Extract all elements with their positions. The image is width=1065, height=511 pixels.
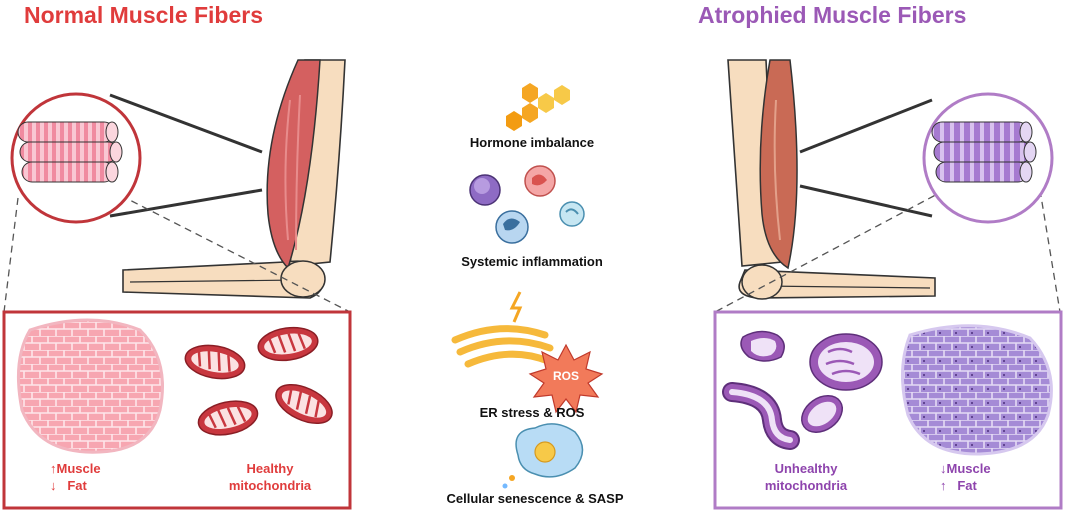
- unhealthy-mito-line1: Unhealthy: [774, 461, 838, 476]
- elongated-mitochondrion: [722, 382, 800, 450]
- unhealthy-mito-line2: mitochondria: [764, 478, 848, 493]
- normal-muscle-cross-section: [16, 318, 164, 454]
- healthy-mito-line2: mitochondria: [228, 478, 312, 493]
- er-ros-icon: [451, 291, 604, 414]
- ros-label: ROS: [552, 369, 579, 383]
- immune-cells-icon: [469, 165, 585, 244]
- normal-arm: [122, 59, 346, 299]
- normal-muscle-text: ↑Muscle: [50, 461, 101, 476]
- atrophied-arm: [727, 59, 936, 300]
- normal-fat-text: ↓ Fat: [50, 478, 87, 493]
- normal-fiber-circle: [10, 92, 142, 224]
- atrophied-zoom-lines: [714, 98, 1061, 313]
- factor-label-senescence: Cellular senescence & SASP: [446, 491, 624, 506]
- factor-label-er-ros: ER stress & ROS: [479, 405, 585, 420]
- healthy-mitochondria: [184, 326, 333, 436]
- unhealthy-mitochondria: [722, 330, 883, 450]
- healthy-mito-line1: Healthy: [246, 461, 294, 476]
- atrophied-muscle-text: ↓Muscle: [940, 461, 991, 476]
- ros-starburst: [528, 343, 604, 414]
- atrophied-muscle-cross-section: [901, 324, 1053, 456]
- atrophied-fat-text: ↑ Fat: [940, 478, 977, 493]
- hormone-molecule-icon: [506, 83, 570, 131]
- factor-label-inflammation: Systemic inflammation: [461, 254, 603, 269]
- atrophied-fiber-circle: [922, 92, 1054, 224]
- atrophied-title: Atrophied Muscle Fibers: [698, 2, 967, 28]
- factor-label-hormone: Hormone imbalance: [469, 135, 595, 150]
- normal-zoom-lines: [3, 93, 351, 313]
- normal-title: Normal Muscle Fibers: [24, 2, 264, 28]
- senescent-cell-icon: [502, 423, 584, 489]
